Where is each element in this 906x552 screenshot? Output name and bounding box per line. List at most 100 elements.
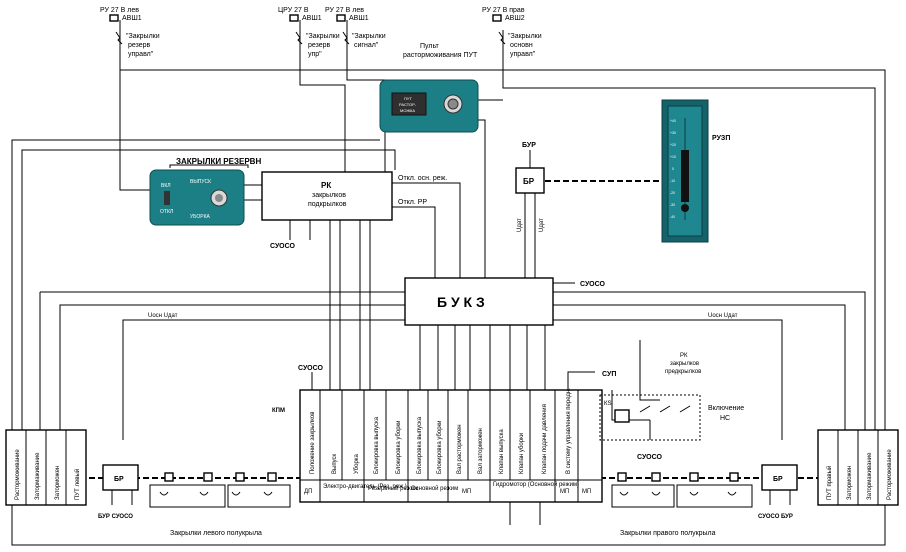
put-caption-line: расторможивания ПУТ [403,52,478,59]
svg-text:РК: РК [680,353,688,359]
source-label: АВШ2 [505,15,525,22]
svg-text:Включение: Включение [708,405,744,412]
kpm-column-label: Положение закрылков [310,412,316,474]
kpm-column-label: Клапан уборки [519,433,525,474]
suoso-label: СУОСО [580,281,605,288]
switch-label-line: основн [510,42,533,49]
right-put-block: ПУТ правый Заторможен Затормаживание Рас… [758,429,899,520]
switch-label-line: сигнал" [354,42,379,49]
kpm-group-label: ДП [304,489,312,495]
left-put-block: Расторможивание Затормаживание Заторможе… [5,429,139,520]
svg-text:РК: РК [321,181,331,190]
left-column-label: Затормаживание [35,452,41,500]
bukz-unit: Б У К З СУОСО Uосн Uдат Uосн Uдат [148,277,738,326]
svg-text:-40: -40 [670,215,675,219]
svg-text:БР: БР [523,177,535,186]
power-sources: РУ 27 В лев АВШ1 ЦРУ 27 В АВШ1 РУ 27 В л… [100,7,525,22]
source-label: АВШ1 [122,15,142,22]
svg-text:БР: БР [114,476,124,483]
ks-label: КS [604,401,612,407]
switch-label-line: "Закрылки [508,33,542,40]
kpm-label: КПМ [272,408,285,414]
switch-label-line: резерв [308,42,331,49]
suoso-label: СУОСО [637,454,662,461]
right-column-label: Расторможивание [887,449,893,500]
source-label: РУ 27 В прав [482,7,525,14]
toggle-switch-icon[interactable] [164,191,170,205]
svg-text:РАСТОР-: РАСТОР- [399,102,417,107]
switch-label-line: "Закрылки [126,33,160,40]
switch-label-line: управл" [128,51,154,58]
svg-text:МОЖКА: МОЖКА [400,108,415,113]
kpm-column-label: Уборка [354,453,360,474]
kpm-group-label: Электро-двигатель (Рез. реж.) [323,484,407,490]
source-label: РУ 27 В лев [325,7,364,14]
svg-text:Uдат: Uдат [539,218,545,232]
svg-text:предкрылков: предкрылков [665,369,701,375]
switch-icon [498,31,506,45]
kpm-column-label: Вал расторможен [457,424,463,474]
rk-box: РК закрылков подкрылков Откл. осн. реж. … [261,171,447,250]
ks-block: РК закрылков предкрылков КS Включение НС… [599,353,744,461]
right-flaps: Закрылки правого полукрыла [611,472,753,537]
svg-text:УБОРКА: УБОРКА [190,214,211,220]
switch-label-line: "Закрылки [352,33,386,40]
suoso-label: СУОСО [270,243,295,250]
u-label-right: Uосн Uдат [708,313,738,319]
left-column-label: ПУТ левый [74,469,81,500]
kpm-group-label: МП [462,489,471,495]
kpm-group-label: МП [582,489,591,495]
source-label: АВШ1 [349,15,369,22]
reserve-flaps-panel: ЗАКРЫЛКИ РЕЗЕРВН ВКЛ ОТКЛ ВЫПУСК УБОРКА [149,157,261,226]
kpm-group-label: МП [560,489,569,495]
svg-text:+40: +40 [670,119,676,123]
kpm-column-label: В систему управления передн. [566,388,572,474]
svg-text:ОТКЛ: ОТКЛ [160,209,173,215]
flaps-left-label: Закрылки левого полукрыла [170,530,262,537]
svg-text:ВКЛ: ВКЛ [161,183,171,189]
svg-text:+20: +20 [670,143,676,147]
sup-label: СУП [602,371,616,378]
svg-text:подкрылков: подкрылков [308,201,347,208]
left-flaps: Закрылки левого полукрыла [149,472,291,537]
rk-output-label: Откл. РР [398,199,427,206]
right-column-label: ПУТ правый [826,466,833,500]
bur-suoso-left: БУР СУОСО [98,514,133,520]
right-column-label: Заторможен [847,466,853,500]
switch-icon [342,31,350,45]
source-label: АВШ1 [302,15,322,22]
ruzp-indicator: РУЗП +40 +30 +20 +10 0 -10 -20 -30 -40 [661,99,730,243]
kpm-column-label: Выпуск [332,454,338,474]
kpm-block: СУОСО КПМ Положение закрылков Выпуск Убо… [272,365,616,503]
svg-text:Uдат: Uдат [517,218,523,232]
source-label: ЦРУ 27 В [278,7,309,14]
svg-text:закрылков: закрылков [670,361,699,367]
right-column-label: Затормаживание [867,452,873,500]
suoso-bur-right: СУОСО БУР [758,514,793,520]
ruzp-label: РУЗП [712,135,730,142]
switch-icon [115,31,123,45]
svg-text:0: 0 [672,167,674,171]
br-box-top: БУР БР Uдат Uдат [515,142,545,232]
u-label-left: Uосн Uдат [148,313,178,319]
svg-text:-30: -30 [670,203,675,207]
switch-label-line: управл" [510,51,536,58]
svg-text:+10: +10 [670,155,676,159]
svg-text:закрылков: закрылков [312,192,346,199]
suoso-label: СУОСО [298,365,323,372]
kpm-column-label: Блокировка уборки [396,420,402,474]
reserve-panel-title: ЗАКРЫЛКИ РЕЗЕРВН [176,157,261,166]
kpm-group-label: Гидромотор (Основной режим) [493,481,579,488]
bukz-label: Б У К З [437,294,485,310]
switch-label-line: упр" [308,51,322,58]
left-column-label: Заторможен [55,466,61,500]
kpm-group-label: Основной режим [411,485,458,492]
kpm-column-label: Вал заторможен [478,428,484,474]
kpm-column-label: Блокировка выпуска [374,416,380,474]
put-release-button[interactable] [391,92,427,116]
switch-labels: "Закрылки резерв управл" "Закрылки резер… [115,31,542,58]
svg-text:-10: -10 [670,179,675,183]
flaps-right-label: Закрылки правого полукрыла [620,530,716,537]
kpm-column-label: Клапан подачи давления [542,404,548,474]
put-caption-line: Пульт [420,43,440,50]
